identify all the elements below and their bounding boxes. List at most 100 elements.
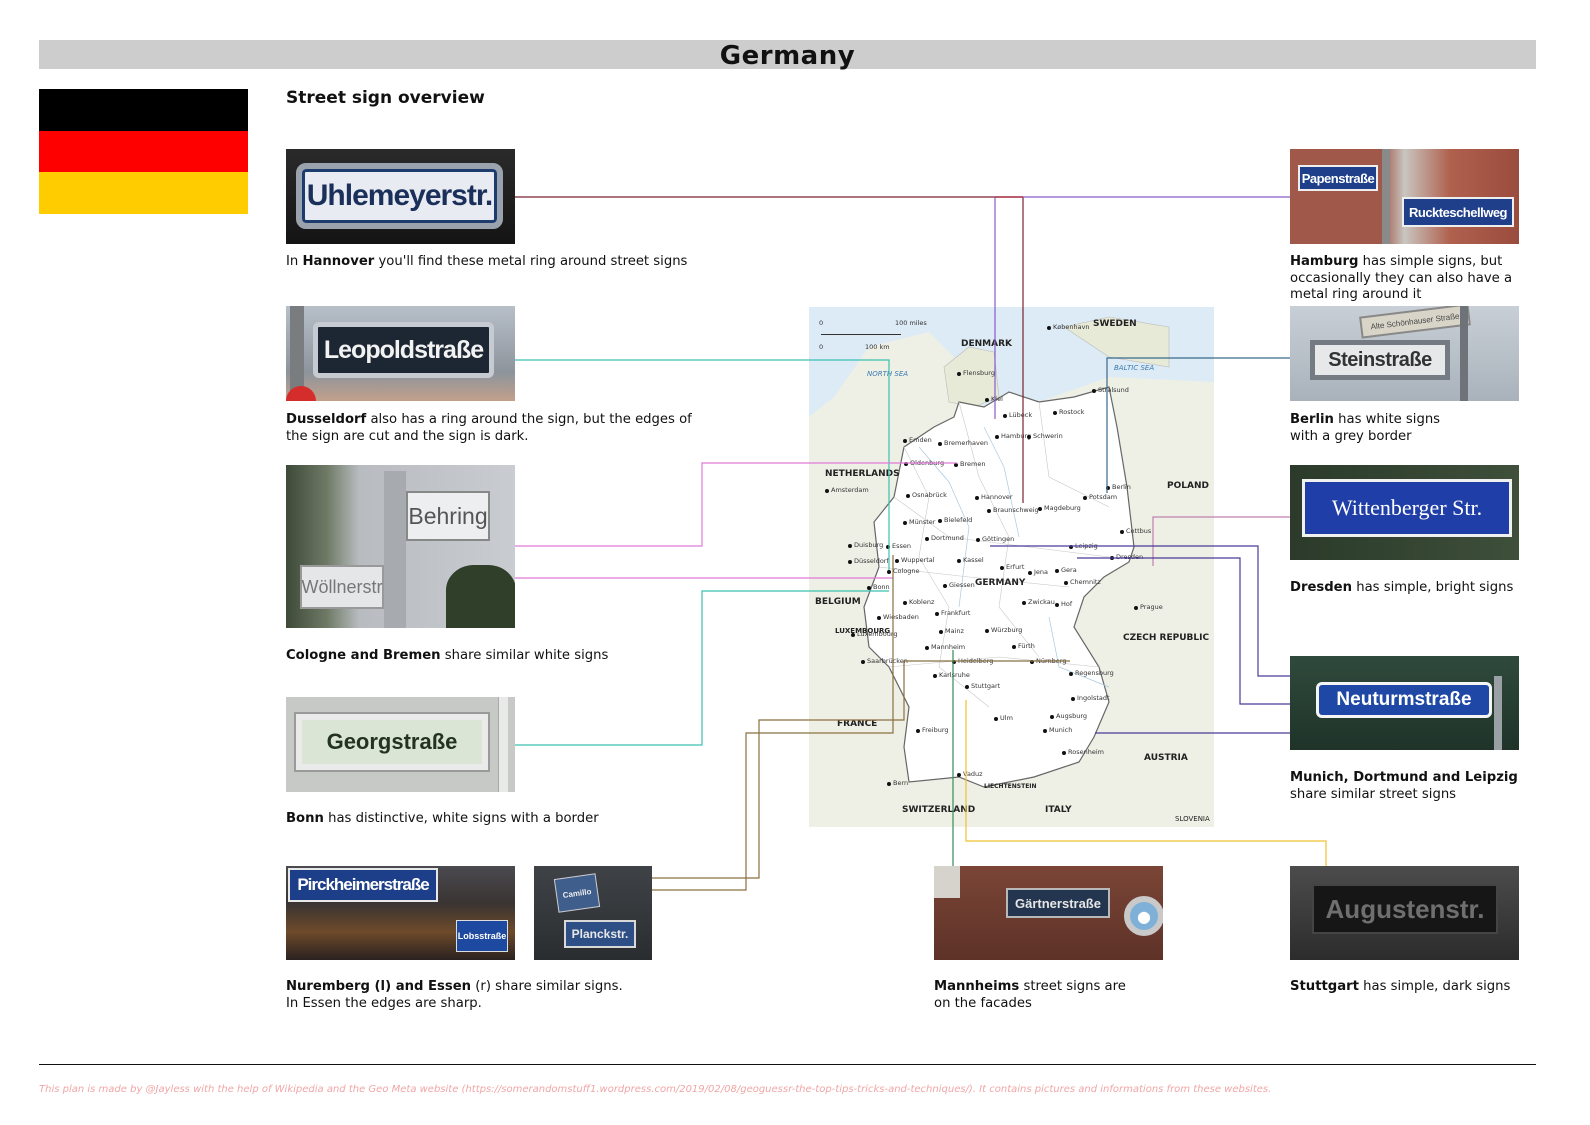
map-city-dot bbox=[848, 544, 852, 548]
map-city-dot bbox=[877, 616, 881, 620]
map-city-label: Essen bbox=[892, 542, 911, 550]
stuttgart-caption-city: Stuttgart bbox=[1290, 979, 1359, 994]
map-city-label: Düsseldorf bbox=[854, 557, 889, 565]
hamburg-sign-pole bbox=[1382, 149, 1390, 244]
map-city-dot bbox=[957, 773, 961, 777]
mannheim-sign-photo: Gärtnerstraße ● bbox=[934, 866, 1163, 960]
mannheim-window bbox=[934, 866, 960, 898]
hannover-sign-text: Uhlemeyerstr. bbox=[306, 179, 493, 212]
map-city-label: Wiesbaden bbox=[883, 613, 919, 621]
map-city-label: Rosenheim bbox=[1068, 748, 1104, 756]
map-city-dot bbox=[1062, 751, 1066, 755]
connector-munich-a bbox=[1077, 557, 1290, 705]
map-city-dot bbox=[1083, 496, 1087, 500]
map-city-label: Flensburg bbox=[963, 369, 995, 377]
map-city-label: Bern bbox=[893, 779, 909, 787]
cologne-sign-text-bottom: Wöllnerstr bbox=[301, 576, 383, 597]
nuremberg-sign-text: Pirckheimerstraße bbox=[297, 875, 429, 894]
map-city-dot bbox=[1030, 660, 1034, 664]
map-city-dot bbox=[938, 519, 942, 523]
stuttgart-caption: Stuttgart has simple, dark signs bbox=[1290, 979, 1511, 994]
map-city-label: Hannover bbox=[981, 493, 1013, 501]
bonn-sign-photo: Georgstraße bbox=[286, 697, 515, 792]
german-flag bbox=[39, 89, 248, 214]
mannheim-caption-city: Mannheims bbox=[934, 979, 1020, 994]
flag-stripe-red bbox=[39, 130, 248, 173]
map-city-dot bbox=[1069, 672, 1073, 676]
map-city-dot bbox=[1028, 571, 1032, 575]
map-city-label: Ingolstadt bbox=[1077, 694, 1110, 702]
map-label-poland: POLAND bbox=[1167, 481, 1209, 491]
map-city-dot bbox=[851, 633, 855, 637]
map-city-label: Dortmund bbox=[931, 534, 964, 542]
dresden-sign-text: Wittenberger Str. bbox=[1331, 495, 1483, 520]
cologne-caption: Cologne and Bremen share similar white s… bbox=[286, 648, 609, 663]
hamburg-sign-text-bottom: Ruckteschellweg bbox=[1409, 204, 1508, 220]
map-city-dot bbox=[903, 601, 907, 605]
nuremberg-caption-city: Nuremberg (l) and Essen bbox=[286, 979, 472, 994]
map-city-dot bbox=[1120, 530, 1124, 534]
essen-sign-photo: Camillo Planckstr. bbox=[534, 866, 652, 960]
map-city-dot bbox=[1055, 569, 1059, 573]
map-city-dot bbox=[957, 372, 961, 376]
dusseldorf-caption-city: Dusseldorf bbox=[286, 412, 367, 427]
map-city-label: Fürth bbox=[1018, 642, 1035, 650]
cologne-sign-photo: Behring Wöllnerstr bbox=[286, 465, 515, 628]
map-city-label: Frankfurt bbox=[941, 609, 971, 617]
berlin-sign-text: Steinstraße bbox=[1328, 348, 1432, 371]
footer-credit: This plan is made by @Jayless with the h… bbox=[39, 1084, 1272, 1095]
map-city-label: Zwickau bbox=[1028, 598, 1055, 606]
flag-stripe-black bbox=[39, 89, 248, 131]
map-city-dot bbox=[1069, 545, 1073, 549]
map-city-label: Saarbrücken bbox=[867, 657, 908, 665]
map-city-dot bbox=[1064, 581, 1068, 585]
map-city-dot bbox=[975, 496, 979, 500]
munich-caption-city: Munich, Dortmund and Leipzig bbox=[1290, 770, 1518, 785]
map-city-dot bbox=[1038, 507, 1042, 511]
map-city-label: Giessen bbox=[949, 581, 975, 589]
map-city-label: Bielefeld bbox=[944, 516, 973, 524]
map-city-dot bbox=[887, 570, 891, 574]
map-city-label: Potsdam bbox=[1089, 493, 1118, 501]
dusseldorf-caption: Dusseldorf also has a ring around the si… bbox=[286, 412, 692, 444]
cologne-caption-city: Cologne and Bremen bbox=[286, 648, 441, 663]
map-city-dot bbox=[1050, 715, 1054, 719]
map-label-italy: ITALY bbox=[1045, 805, 1072, 815]
map-city-label: Mainz bbox=[945, 627, 964, 635]
dusseldorf-red-sign bbox=[286, 386, 316, 401]
map-city-label: Munich bbox=[1049, 726, 1073, 734]
map-city-dot bbox=[1071, 697, 1075, 701]
bonn-sign-text: Georgstraße bbox=[326, 729, 458, 754]
nuremberg-sign-plate-small: Lobsstraße bbox=[456, 920, 508, 952]
munich-sign-plate: Neuturmstraße bbox=[1316, 682, 1492, 718]
munich-sign-pole bbox=[1494, 676, 1502, 750]
map-city-dot bbox=[861, 660, 865, 664]
hamburg-caption: Hamburg has simple signs, but occasional… bbox=[1290, 254, 1513, 302]
map-city-label: Rostock bbox=[1059, 408, 1085, 416]
map-city-label: Schwerin bbox=[1033, 432, 1063, 440]
map-city-label: Karlsruhe bbox=[939, 671, 970, 679]
map-city-dot bbox=[886, 545, 890, 549]
mannheim-sign-text: Gärtnerstraße bbox=[1015, 895, 1101, 911]
map-label-france: FRANCE bbox=[837, 719, 878, 729]
berlin-sign-photo: Alte Schönhauser Straße Steinstraße bbox=[1290, 306, 1519, 401]
map-city-dot bbox=[995, 435, 999, 439]
map-city-label: Stralsund bbox=[1098, 386, 1129, 394]
map-city-label: Berlin bbox=[1112, 483, 1131, 491]
map-city-dot bbox=[935, 612, 939, 616]
map-city-label: Bonn bbox=[873, 583, 890, 591]
map-city-dot bbox=[1053, 411, 1057, 415]
nuremberg-sign-text-small: Lobsstraße bbox=[457, 931, 507, 941]
map-city-label: Vaduz bbox=[963, 770, 983, 778]
connector-stuttgart bbox=[965, 700, 1327, 866]
map-scale-0b: 0 bbox=[819, 343, 824, 351]
map-city-dot bbox=[1012, 645, 1016, 649]
map-city-dot bbox=[1047, 326, 1051, 330]
map-label-denmark: DENMARK bbox=[961, 339, 1012, 349]
map-city-label: Cottbus bbox=[1126, 527, 1152, 535]
map-city-label: Emden bbox=[909, 436, 932, 444]
map-city-dot bbox=[952, 660, 956, 664]
map-city-label: Ulm bbox=[1000, 714, 1013, 722]
cologne-sign-pole bbox=[384, 471, 406, 628]
